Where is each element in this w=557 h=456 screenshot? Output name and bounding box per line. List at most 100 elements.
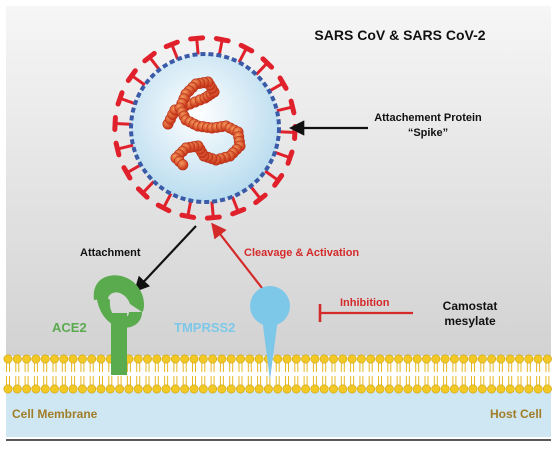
drug-label-line2: mesylate xyxy=(444,314,496,328)
lipid-head xyxy=(180,384,190,394)
spike-label-line1: Attachement Protein xyxy=(374,112,482,124)
lipid-head xyxy=(505,384,515,394)
spike-head xyxy=(142,50,157,64)
lipid-head xyxy=(505,354,515,364)
host-cell-label: Host Cell xyxy=(490,407,542,421)
lipid-head xyxy=(310,354,320,364)
lipid-head xyxy=(347,354,357,364)
lipid-head xyxy=(152,384,162,394)
lipid-head xyxy=(319,354,329,364)
cleavage-label: Cleavage & Activation xyxy=(244,247,359,259)
lipid-head xyxy=(366,384,376,394)
ace2-label: ACE2 xyxy=(52,320,87,335)
lipid-head xyxy=(375,354,385,364)
inhibition-label: Inhibition xyxy=(340,297,390,309)
cell-membrane-label: Cell Membrane xyxy=(12,407,98,421)
lipid-head xyxy=(328,354,338,364)
lipid-head xyxy=(487,354,497,364)
lipid-head xyxy=(115,384,125,394)
lipid-head xyxy=(245,384,255,394)
lipid-bilayer xyxy=(3,354,552,394)
spike-head xyxy=(204,214,222,221)
lipid-head xyxy=(356,384,366,394)
lipid-head xyxy=(403,354,413,364)
lipid-head xyxy=(254,384,264,394)
lipid-head xyxy=(394,384,404,394)
lipid-head xyxy=(412,354,422,364)
lipid-head xyxy=(49,354,59,364)
ace2-receptor xyxy=(93,275,144,375)
spike-head xyxy=(260,56,275,70)
lipid-head xyxy=(236,354,246,364)
spike-head xyxy=(113,140,122,158)
lipid-head xyxy=(496,354,506,364)
lipid-head xyxy=(87,384,97,394)
coronavirus-particle xyxy=(112,35,298,221)
lipid-head xyxy=(236,384,246,394)
lipid-head xyxy=(533,384,543,394)
tmprss2-label: TMPRSS2 xyxy=(174,320,235,335)
viral-rna xyxy=(162,76,246,171)
cleavage-arrow xyxy=(211,222,263,289)
lipid-head xyxy=(96,384,106,394)
lipid-head xyxy=(189,384,199,394)
lipid-head xyxy=(384,354,394,364)
lipid-head xyxy=(375,384,385,394)
lipid-head xyxy=(96,354,106,364)
diagram-title: SARS CoV & SARS CoV-2 xyxy=(314,27,485,43)
attachment-label: Attachment xyxy=(80,247,141,259)
spike-head xyxy=(121,165,133,181)
lipid-head xyxy=(217,384,227,394)
lipid-head xyxy=(542,384,552,394)
lipid-head xyxy=(412,384,422,394)
lipid-head xyxy=(366,354,376,364)
spike-head xyxy=(285,149,295,166)
lipid-head xyxy=(189,354,199,364)
spike-stem xyxy=(119,143,136,151)
spike-stem xyxy=(210,199,215,216)
lipid-head xyxy=(514,354,524,364)
lipid-head xyxy=(496,384,506,394)
lipid-head xyxy=(449,354,459,364)
lipid-head xyxy=(524,384,534,394)
lipid-head xyxy=(542,354,552,364)
lipid-head xyxy=(208,384,218,394)
rna-bead xyxy=(177,159,189,171)
lipid-head xyxy=(477,384,487,394)
lipid-head xyxy=(133,354,143,364)
lipid-head xyxy=(459,354,469,364)
lipid-head xyxy=(254,354,264,364)
lipid-head xyxy=(143,384,153,394)
lipid-head xyxy=(143,354,153,364)
lipid-head xyxy=(226,384,236,394)
spike-stem xyxy=(274,105,291,113)
lipid-head xyxy=(514,384,524,394)
tmprss2-protease xyxy=(250,286,290,380)
spike-head xyxy=(163,39,180,50)
lipid-head xyxy=(440,384,450,394)
spike-head xyxy=(115,90,125,107)
spike-head xyxy=(188,35,206,42)
lipid-head xyxy=(347,384,357,394)
lipid-head xyxy=(12,354,22,364)
spike-head xyxy=(125,68,138,83)
spike-head xyxy=(288,98,297,116)
lipid-head xyxy=(59,354,69,364)
spike-stem xyxy=(163,191,174,207)
lipid-head xyxy=(301,384,311,394)
lipid-head xyxy=(68,354,78,364)
lipid-head xyxy=(22,384,32,394)
lipid-head xyxy=(22,354,32,364)
lipid-head xyxy=(338,384,348,394)
spike-label-line2: “Spike” xyxy=(408,127,448,139)
lipid-head xyxy=(77,354,87,364)
spike-head xyxy=(135,186,150,200)
lipid-head xyxy=(533,354,543,364)
ace2-stalk xyxy=(111,313,127,375)
lipid-head xyxy=(105,384,115,394)
spike-stem xyxy=(236,49,247,65)
lipid-head xyxy=(161,354,171,364)
attachment-arrow xyxy=(133,225,197,293)
lipid-head xyxy=(40,354,50,364)
